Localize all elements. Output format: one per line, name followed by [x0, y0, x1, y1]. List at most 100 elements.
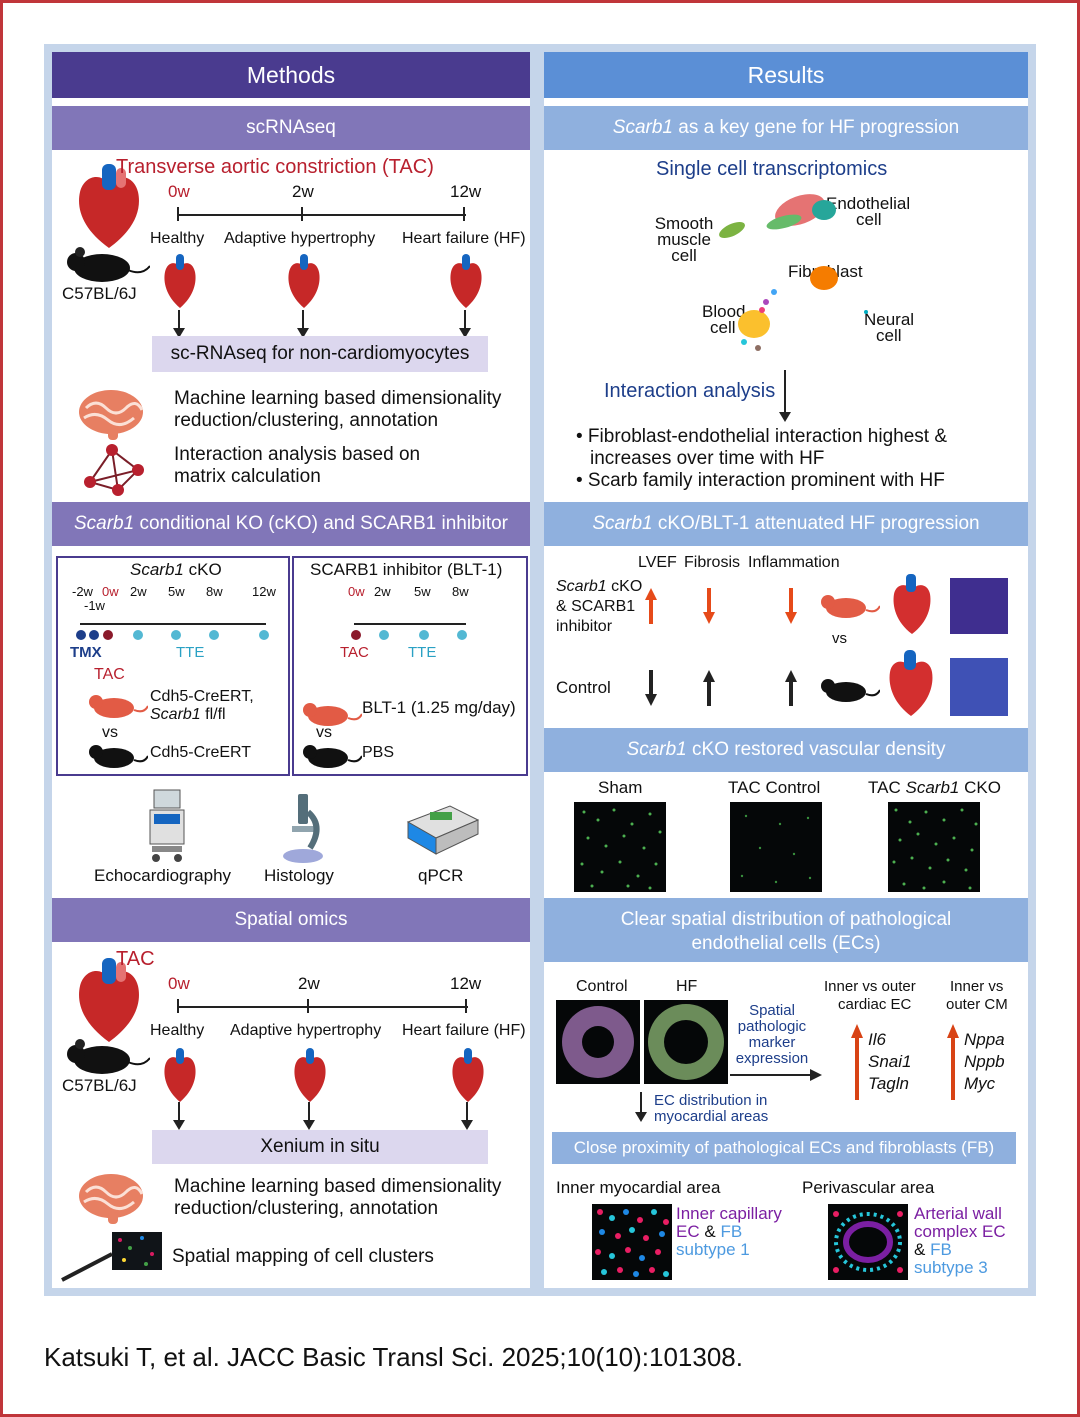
heart-icon — [164, 1048, 196, 1102]
tac-control-label: TAC Control — [728, 778, 821, 797]
blt-label: BLT-1 (1.25 mg/day) — [362, 698, 516, 717]
inhibitor-box: SCARB1 inhibitor (BLT-1) 0w 2w 5w 8w TAC… — [292, 556, 528, 776]
results-header: Results — [544, 52, 1028, 98]
up-arrow-icon — [851, 1024, 863, 1100]
key-gene-header-rest: as a key gene for HF progression — [678, 117, 960, 138]
qpcr-icon — [406, 805, 480, 855]
tac-label: TAC — [340, 644, 369, 661]
blood-label: Blood — [702, 302, 746, 321]
inner-area-label: Inner myocardial area — [556, 1178, 721, 1197]
neural-label: Neural — [864, 310, 915, 329]
xenium-band: Xenium in situ — [152, 1130, 488, 1164]
cko-box-title-gene: Scarb1 — [130, 560, 184, 579]
vs-label: vs — [316, 724, 332, 741]
geno1-rest: fl/fl — [205, 706, 226, 723]
inner-lbl-ec: EC — [676, 1222, 700, 1241]
time-m1w: -1w — [84, 598, 105, 613]
scrnaseq-header: scRNAseq — [52, 106, 530, 150]
down-arrow — [173, 1102, 185, 1130]
timeline — [178, 214, 466, 216]
down-arrow — [303, 1102, 315, 1130]
peri-spatial-image — [828, 1204, 908, 1280]
up-arrow-icon — [645, 588, 657, 624]
microscope-icon — [283, 794, 323, 863]
umap-clusters — [719, 194, 868, 351]
tte-dot — [209, 630, 219, 640]
timepoint-0w: 0w — [168, 182, 190, 201]
tac-cko-prefix: TAC — [868, 778, 901, 797]
strain-label: C57BL/6J — [62, 284, 137, 303]
tac-label: TAC — [116, 948, 155, 970]
geno1-gene: Scarb1 — [150, 706, 201, 723]
peri-lbl-3: & FB — [914, 1240, 952, 1260]
inner-lbl-2: EC & FB — [676, 1222, 742, 1242]
timepoint-12w: 12w — [450, 182, 482, 201]
peri-lbl-1: Arterial wall — [914, 1204, 1002, 1223]
timepoint-0w: 0w — [168, 974, 190, 993]
cell-label: cell — [710, 318, 736, 337]
row1-gene: Scarb1 — [556, 578, 607, 595]
outer-head-1: Inner vs — [950, 978, 1004, 995]
stage-adaptive: Adaptive hypertrophy — [224, 230, 376, 247]
tac-cko-microscopy — [888, 802, 980, 892]
cko-header-rest: conditional KO (cKO) and SCARB1 inhibito… — [139, 513, 509, 534]
gene-tagln: Tagln — [868, 1074, 909, 1093]
spatial-map-text: Spatial mapping of cell clusters — [172, 1246, 434, 1267]
scrnaseq-band: sc-RNAseq for non-cardiomyocytes — [152, 336, 488, 372]
black-mouse-icon — [303, 745, 362, 768]
bullet-1a: • Fibroblast-endothelial interaction hig… — [576, 426, 948, 447]
central-abstract: Methods scRNAseq Transverse aortic const… — [44, 44, 1036, 1296]
spatial-omics-header: Spatial omics — [52, 898, 530, 942]
timeline — [178, 1006, 468, 1008]
stage-healthy: Healthy — [150, 1022, 205, 1039]
heart-icon — [79, 164, 139, 248]
tte-label: TTE — [408, 644, 437, 661]
hf-label: HF — [676, 978, 698, 995]
col-fibrosis: Fibrosis — [684, 554, 741, 571]
col-inflammation: Inflammation — [748, 554, 840, 571]
stage-hf: Heart failure (HF) — [402, 1022, 526, 1039]
right-arrow-icon — [730, 1069, 822, 1081]
stage-hf: Heart failure (HF) — [402, 230, 526, 247]
mouse-icon — [67, 1039, 150, 1074]
cko-box-title: Scarb1 cKO — [130, 560, 222, 580]
down-arrow — [461, 1102, 473, 1130]
tac-cko-rest: CKO — [964, 778, 1001, 797]
smooth-label: Smooth — [654, 214, 714, 233]
cell-label: cell — [876, 326, 902, 345]
black-mouse-icon — [821, 679, 880, 702]
red-mouse-icon — [89, 695, 148, 718]
tick — [307, 999, 309, 1013]
sct-title: Single cell transcriptomics — [656, 158, 888, 180]
peri-lbl-4: subtype 3 — [914, 1258, 988, 1277]
down-arrow — [459, 310, 471, 338]
heart-icon — [294, 1048, 326, 1102]
ec-dist-2: myocardial areas — [654, 1108, 769, 1125]
inhibitor-box-title: SCARB1 inhibitor (BLT-1) — [310, 560, 503, 579]
tte-dot — [379, 630, 389, 640]
down-arrow-icon — [645, 670, 657, 706]
histology-image — [950, 658, 1008, 716]
tac-label: Transverse aortic constriction (TAC) — [116, 156, 434, 178]
ec-dist-1: EC distribution in — [654, 1092, 768, 1109]
tac-cko-gene: Scarb1 — [905, 778, 960, 797]
control-label: Control — [576, 978, 628, 995]
ia-text-2: matrix calculation — [174, 466, 321, 487]
peri-lbl-fb: FB — [930, 1240, 952, 1259]
vascular-header-rest: cKO restored vascular density — [692, 739, 946, 760]
methods-header: Methods — [52, 52, 530, 98]
time-0w: 0w — [348, 584, 365, 599]
tick — [301, 207, 303, 221]
tool-echo-label: Echocardiography — [94, 866, 232, 885]
cko-timeline — [80, 623, 266, 625]
cko-box-title-rest: cKO — [188, 560, 222, 579]
tac-dot — [351, 630, 361, 640]
inner-spatial-image — [592, 1204, 672, 1280]
control-section — [556, 1000, 640, 1084]
gene-il6: Il6 — [868, 1030, 886, 1049]
tick — [463, 207, 465, 221]
cko-header-gene: Scarb1 — [73, 513, 135, 534]
time-5w: 5w — [168, 584, 185, 599]
cko-box: Scarb1 cKO -2w -1w 0w 2w 5w 8w 12w TMX T… — [56, 556, 290, 776]
row1-line2: & SCARB1 — [556, 598, 636, 615]
